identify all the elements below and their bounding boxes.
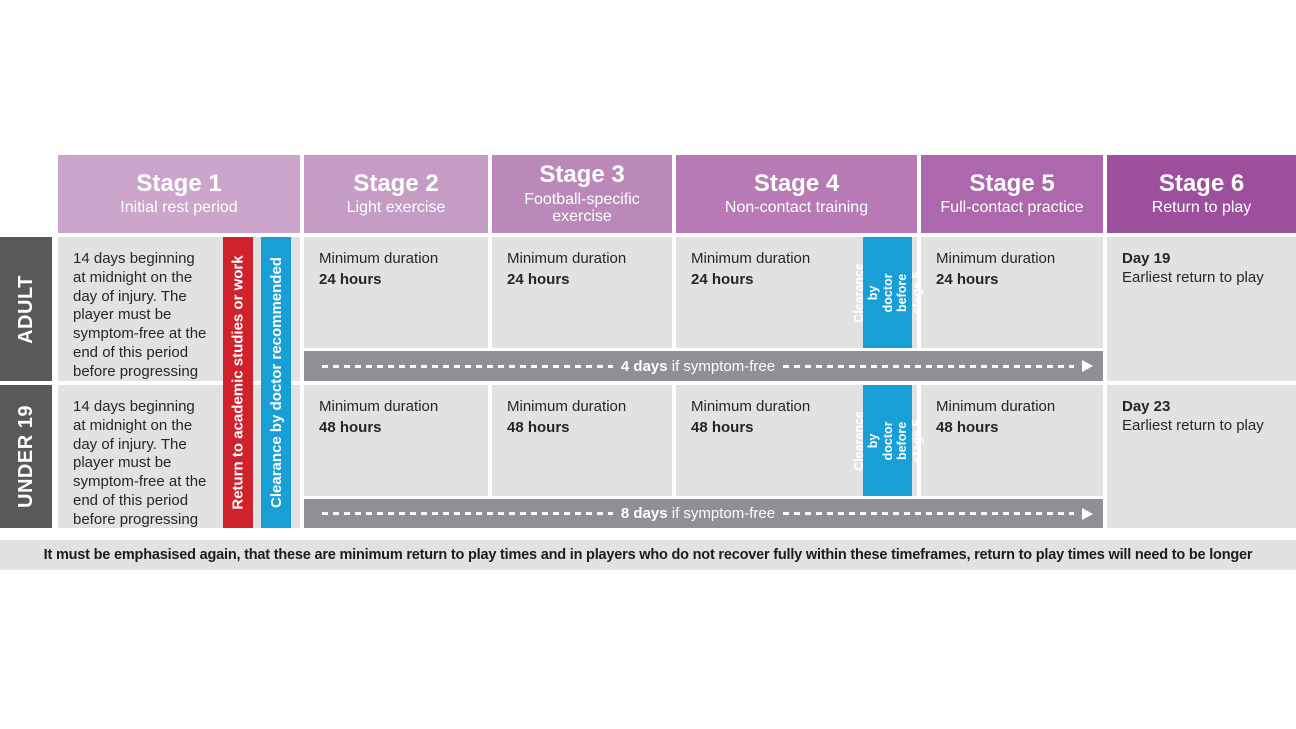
earliest-return-label: Earliest return to play — [1122, 416, 1264, 434]
stage-3-title: Stage 3 — [539, 161, 625, 189]
duration-value: 48 hours — [691, 418, 754, 436]
stage-5-subtitle: Full-contact practice — [940, 199, 1084, 217]
return-to-studies-bar: Return to academic studies or work — [223, 237, 253, 528]
dashed-line — [783, 512, 1075, 515]
min-duration-label: Minimum duration — [507, 398, 627, 415]
stage-4-header: Stage 4 Non-contact training — [676, 155, 917, 233]
duration-value: 24 hours — [691, 270, 754, 288]
stage-6-title: Stage 6 — [1158, 170, 1245, 198]
duration-value: 48 hours — [936, 418, 999, 436]
stage-2-subtitle: Light exercise — [346, 199, 446, 217]
duration-value: 24 hours — [319, 270, 382, 288]
under19-stage5-cell: Minimum duration 48 hours — [921, 385, 1103, 496]
under19-stage6-cell: Day 23 Earliest return to play — [1107, 385, 1296, 528]
min-duration-label: Minimum duration — [691, 398, 811, 415]
stage-3-subtitle: Football-specific exercise — [524, 190, 640, 226]
dashed-line — [783, 364, 1075, 368]
stage-1-header: Stage 1 Initial rest period — [58, 155, 300, 233]
dashed-line — [322, 512, 613, 515]
clearance-stage5-text: Clearance by doctor before stage 5 — [851, 262, 924, 323]
adult-stage3-cell: Minimum duration 24 hours — [492, 237, 672, 348]
footnote-bar: It must be emphasised again, that these … — [0, 540, 1296, 570]
adult-clearance-stage5-bar: Clearance by doctor before stage 5 — [852, 237, 923, 348]
under19-stage1-text: 14 days beginning at midnight on the day… — [73, 398, 207, 528]
earliest-day: Day 23 — [1122, 398, 1171, 415]
under19-symptom-free-arrow: 8 days if symptom-free — [304, 499, 1103, 528]
min-duration-label: Minimum duration — [691, 250, 811, 267]
adult-stage6-cell: Day 19 Earliest return to play — [1107, 237, 1296, 381]
stage-3-header: Stage 3 Football-specific exercise — [492, 155, 672, 233]
stage-6-header: Stage 6 Return to play — [1107, 155, 1296, 233]
arrow-right-icon — [1082, 360, 1094, 372]
min-duration-label: Minimum duration — [936, 398, 1056, 415]
min-duration-label: Minimum duration — [507, 250, 627, 267]
arrow-right-icon — [1082, 507, 1094, 520]
row-label-adult-text: ADULT — [14, 274, 37, 344]
stage-6-subtitle: Return to play — [1151, 199, 1252, 217]
row-label-under19-text: UNDER 19 — [14, 405, 37, 508]
under19-stage1-cell: 14 days beginning at midnight on the day… — [58, 385, 300, 528]
stage-5-header: Stage 5 Full-contact practice — [921, 155, 1103, 233]
stage-1-title: Stage 1 — [136, 170, 222, 198]
earliest-return-label: Earliest return to play — [1122, 268, 1264, 286]
arrow-days-bold: 8 days — [620, 505, 668, 522]
stage-2-header: Stage 2 Light exercise — [304, 155, 488, 233]
min-duration-label: Minimum duration — [936, 250, 1056, 267]
row-label-under19: UNDER 19 — [0, 385, 52, 528]
min-duration-label: Minimum duration — [319, 250, 439, 267]
under19-symptom-free-label: 8 days if symptom-free — [621, 505, 775, 522]
adult-symptom-free-arrow: 4 days if symptom-free — [304, 351, 1103, 381]
adult-stage5-cell: Minimum duration 24 hours — [921, 237, 1103, 348]
adult-stage2-cell: Minimum duration 24 hours — [304, 237, 488, 348]
stage-2-title: Stage 2 — [353, 170, 439, 198]
footnote-text: It must be emphasised again, that these … — [43, 547, 1253, 563]
earliest-day: Day 19 — [1122, 250, 1171, 267]
adult-stage1-cell: 14 days beginning at midnight on the day… — [58, 237, 300, 381]
doctor-clearance-bar: Clearance by doctor recommended — [261, 237, 291, 528]
clearance-stage5-text: Clearance by doctor before stage 5 — [851, 410, 924, 471]
adult-symptom-free-label: 4 days if symptom-free — [621, 358, 775, 375]
duration-value: 48 hours — [507, 418, 570, 436]
return-to-studies-text: Return to academic studies or work — [229, 255, 247, 510]
row-label-adult: ADULT — [0, 237, 52, 381]
stage-5-title: Stage 5 — [969, 170, 1055, 198]
arrow-days-rest: if symptom-free — [667, 357, 776, 375]
stage-4-title: Stage 4 — [753, 170, 840, 198]
under19-stage2-cell: Minimum duration 48 hours — [304, 385, 488, 496]
stage-4-subtitle: Non-contact training — [724, 199, 869, 217]
under19-stage3-cell: Minimum duration 48 hours — [492, 385, 672, 496]
arrow-days-bold: 4 days — [620, 357, 668, 375]
duration-value: 24 hours — [507, 270, 570, 288]
duration-value: 48 hours — [319, 418, 382, 436]
adult-stage1-text: 14 days beginning at midnight on the day… — [73, 250, 207, 380]
min-duration-label: Minimum duration — [319, 398, 439, 415]
duration-value: 24 hours — [936, 270, 999, 288]
stage-1-subtitle: Initial rest period — [120, 199, 238, 217]
dashed-line — [322, 364, 613, 368]
under19-clearance-stage5-bar: Clearance by doctor before stage 5 — [852, 385, 923, 496]
arrow-days-rest: if symptom-free — [667, 505, 776, 522]
doctor-clearance-text: Clearance by doctor recommended — [267, 257, 285, 508]
